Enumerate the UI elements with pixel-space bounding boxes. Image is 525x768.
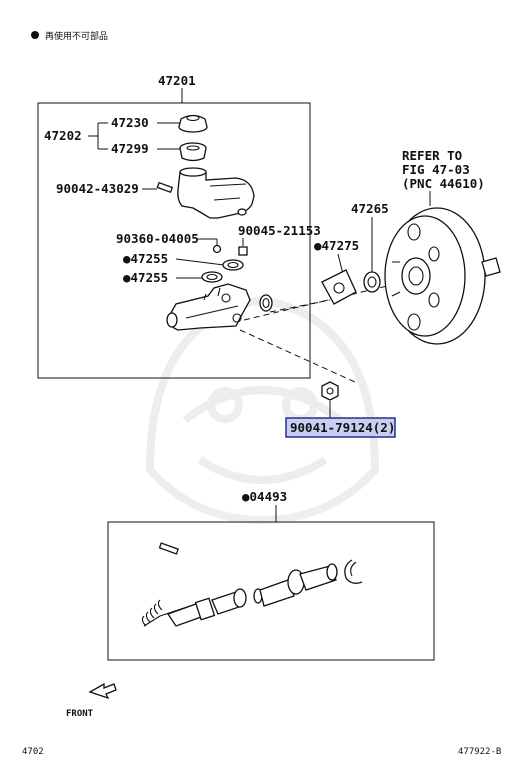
label-refer-1[interactable]: REFER TO [402,148,462,163]
snap-ring-part[interactable] [344,559,363,584]
label-90360-04005[interactable]: 90360-04005 [116,231,199,246]
highlight-90041-79124[interactable] [285,417,396,438]
seal-part[interactable] [363,271,381,293]
label-47265[interactable]: 47265 [351,201,389,216]
reservoir-cap-part[interactable] [178,114,208,133]
watermark [145,295,380,525]
label-47299[interactable]: 47299 [111,141,149,156]
front-arrow-icon [88,682,117,700]
nut-part[interactable] [321,381,339,401]
brake-booster-part[interactable] [384,207,501,345]
label-47230[interactable]: 47230 [111,115,149,130]
grommet-part-b[interactable] [201,271,223,283]
bleeder-part[interactable] [238,246,248,256]
label-47255-a[interactable]: ●47255 [123,251,168,266]
label-90041-79124: 90041-79124(2) [290,420,395,435]
label-47255-b[interactable]: ●47255 [123,270,168,285]
legend-text: 再使用不可部品 [45,30,108,42]
label-47202[interactable]: 47202 [44,128,82,143]
legend-bullet-icon [31,31,39,39]
front-label: FRONT [66,709,94,719]
label-04493[interactable]: ●04493 [242,489,287,504]
pin-part[interactable] [156,181,174,194]
master-cylinder-frame [37,102,311,379]
reservoir-part[interactable] [177,167,255,219]
repair-kit-frame [107,521,435,661]
strainer-part[interactable] [179,142,207,162]
label-47201[interactable]: 47201 [158,73,196,88]
label-refer-2[interactable]: FIG 47-03 [402,162,470,177]
label-47275[interactable]: ●47275 [314,238,359,253]
master-cylinder-body-part[interactable] [166,283,251,331]
label-90045-21153[interactable]: 90045-21153 [238,223,321,238]
grommet-part-a[interactable] [222,259,244,271]
footer-right: 477922-B [458,747,501,757]
kit-pin-part[interactable] [158,542,179,555]
secondary-piston-part[interactable] [166,588,247,627]
label-refer-3[interactable]: (PNC 44610) [402,176,485,191]
o-ring-part[interactable] [259,294,273,312]
primary-piston-part[interactable] [253,563,338,607]
plug-part[interactable] [212,244,222,254]
footer-left: 4702 [22,747,44,757]
gasket-part[interactable] [321,269,357,305]
label-90042-43029[interactable]: 90042-43029 [56,181,139,196]
